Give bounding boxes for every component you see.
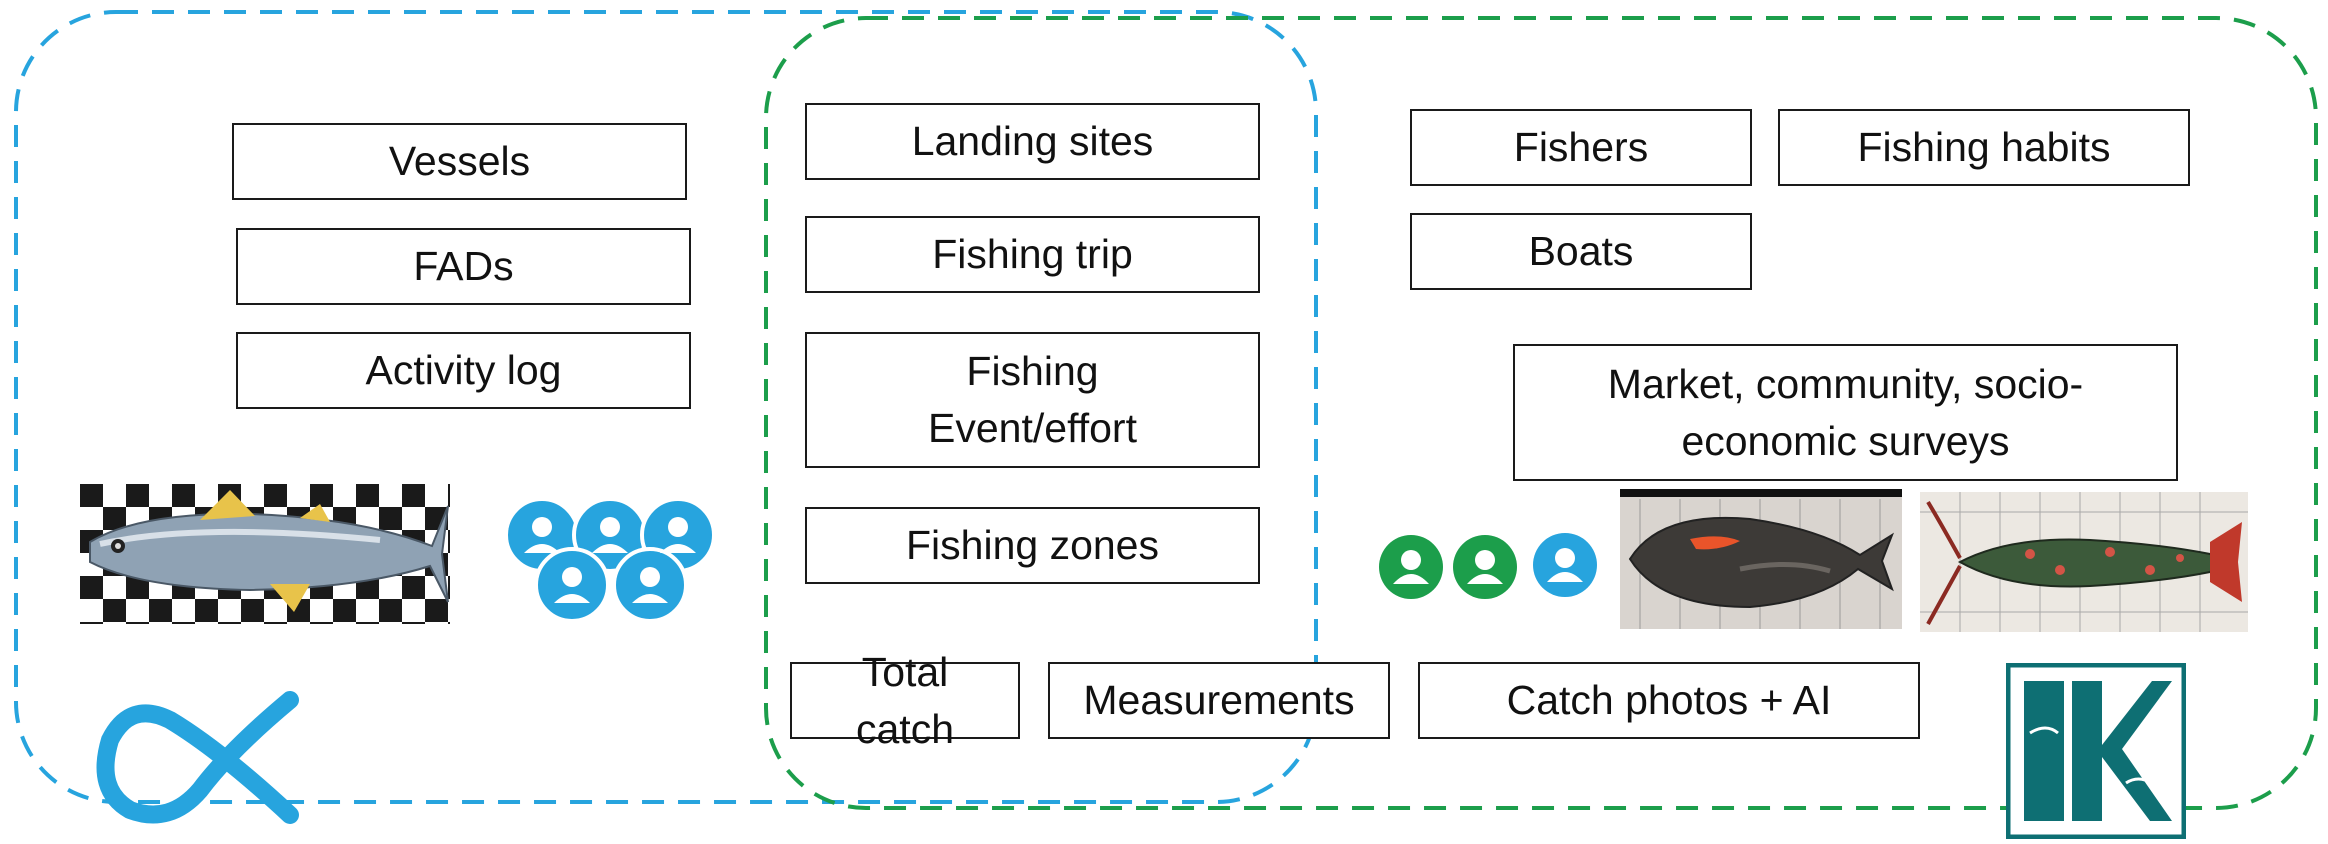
fishing-event-effort-box: Fishing Event/effort	[805, 332, 1260, 468]
person-icon-green-1	[1378, 534, 1444, 605]
fish-measuring-photo	[1620, 489, 1902, 629]
fishing-habits-box: Fishing habits	[1778, 109, 2190, 186]
boats-box: Boats	[1410, 213, 1752, 290]
market-surveys-box: Market, community, socio-economic survey…	[1513, 344, 2178, 481]
landing-sites-box: Landing sites	[805, 103, 1260, 180]
person-icon-blue	[1532, 532, 1598, 603]
lobster-measuring-photo	[1920, 492, 2248, 632]
activity-log-box: Activity log	[236, 332, 691, 409]
people-group-icon	[500, 495, 720, 630]
tuna-photo	[80, 484, 450, 624]
person-icon-green-2	[1452, 534, 1518, 605]
total-catch-box: Total catch	[790, 649, 1020, 752]
fads-box: FADs	[236, 228, 691, 305]
vessels-box: Vessels	[232, 123, 687, 200]
fishing-trip-box: Fishing trip	[805, 216, 1260, 293]
left-region-outline	[14, 10, 1318, 804]
fishers-box: Fishers	[1410, 109, 1752, 186]
ik-logo	[2005, 662, 2187, 840]
right-region-outline	[764, 16, 2318, 810]
catch-photos-ai-box: Catch photos + AI	[1418, 662, 1920, 739]
fishing-zones-box: Fishing zones	[805, 507, 1260, 584]
blue-fish-loop-logo	[90, 680, 310, 830]
measurements-box: Measurements	[1048, 662, 1390, 739]
